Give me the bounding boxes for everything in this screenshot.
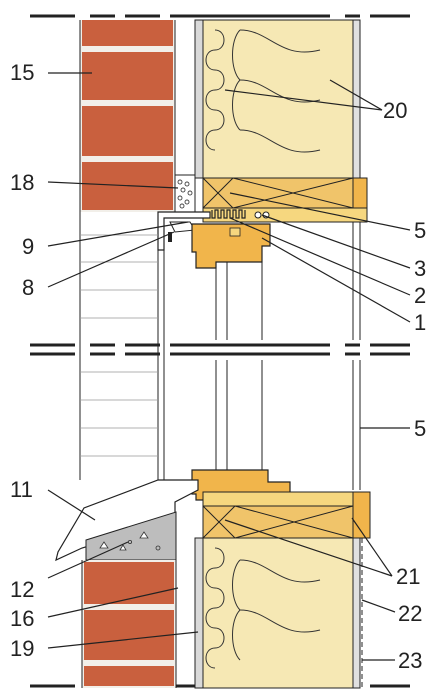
callout-16: 16 <box>10 606 34 631</box>
upper-brick-veneer <box>79 20 176 212</box>
callout-5-upper: 5 <box>414 218 426 243</box>
callout-20: 20 <box>383 98 407 123</box>
callout-labels: 15 18 9 8 20 5 3 2 1 5 11 12 16 19 21 22… <box>10 60 426 673</box>
callout-15: 15 <box>10 60 34 85</box>
callout-19: 19 <box>10 636 34 661</box>
upper-timber-frame-wall <box>194 19 361 179</box>
callout-23: 23 <box>398 648 422 673</box>
callout-8: 8 <box>22 275 34 300</box>
callout-2: 2 <box>414 283 426 308</box>
window-sill-frame <box>191 469 371 507</box>
break-lines <box>30 14 410 688</box>
callout-3: 3 <box>414 256 426 281</box>
window-opening <box>79 212 361 490</box>
window-head-frame <box>191 223 271 269</box>
sill-timber <box>202 491 371 539</box>
callout-12: 12 <box>10 577 34 602</box>
callout-5-lower: 5 <box>414 416 426 441</box>
callout-1: 1 <box>414 310 426 335</box>
callout-22: 22 <box>398 601 422 626</box>
leader-lines <box>47 72 411 661</box>
lower-timber-frame-wall <box>194 537 363 689</box>
callout-18: 18 <box>10 170 34 195</box>
callout-9: 9 <box>22 234 34 259</box>
callout-11: 11 <box>10 477 33 502</box>
callout-21: 21 <box>396 564 420 589</box>
cavity-fill-gravel <box>174 174 196 214</box>
lower-brick-veneer <box>81 520 177 688</box>
